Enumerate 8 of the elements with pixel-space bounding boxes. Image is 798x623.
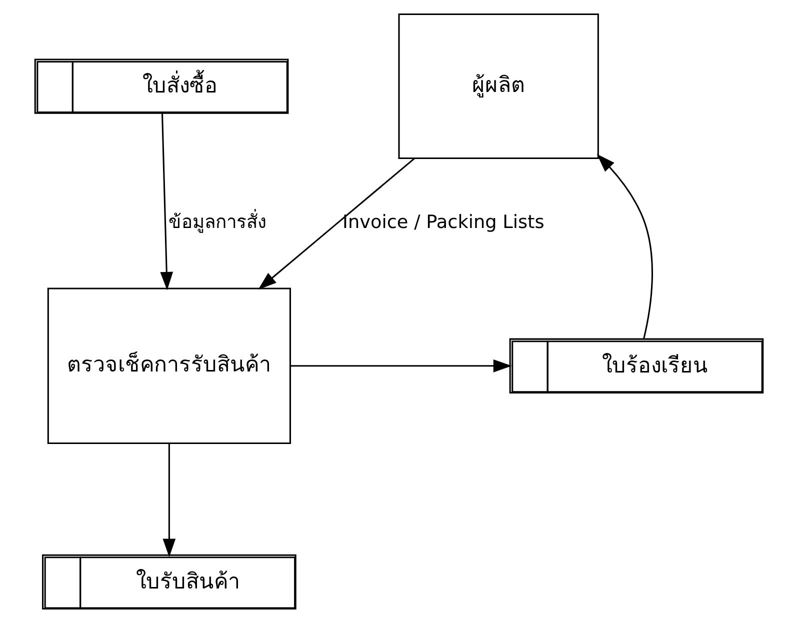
edge-label: Invoice / Packing Lists [342, 212, 544, 234]
arrow [290, 359, 512, 372]
arrow [596, 154, 653, 340]
node-box: ผู้ผลิต [398, 14, 599, 160]
arrow [160, 113, 174, 290]
node-box: ตรวจเช็คการรับสินค้า [47, 288, 291, 444]
arrow [162, 444, 176, 558]
arrow [258, 158, 416, 290]
